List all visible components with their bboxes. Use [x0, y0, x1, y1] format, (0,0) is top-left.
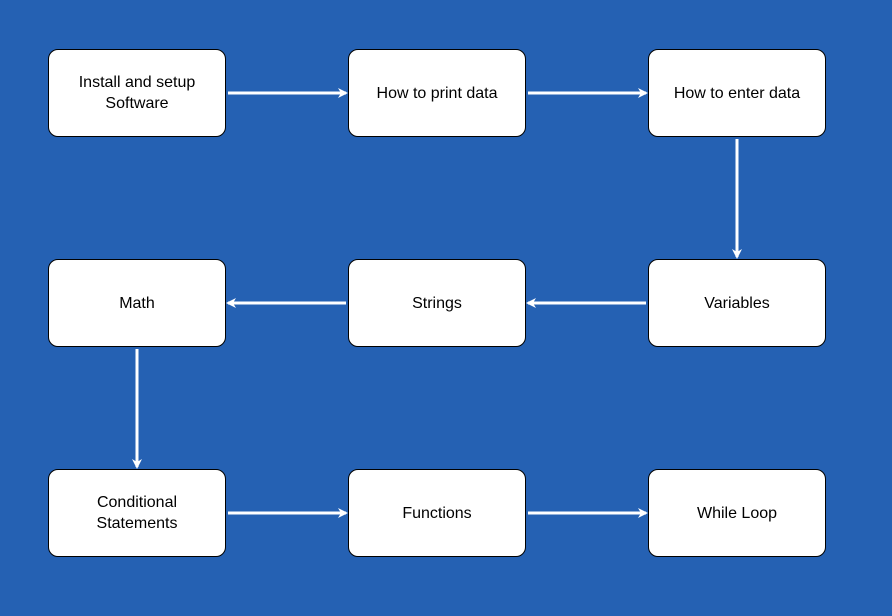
- node-label: Strings: [412, 294, 462, 312]
- node-functions: Functions: [348, 469, 526, 557]
- node-math: Math: [48, 259, 226, 347]
- node-install-setup-software: Install and setup Software: [48, 49, 226, 137]
- node-how-to-print-data: How to print data: [348, 49, 526, 137]
- node-while-loop: While Loop: [648, 469, 826, 557]
- node-label: How to enter data: [673, 84, 801, 102]
- node-conditional-statements: Conditional Statements: [48, 469, 226, 557]
- node-variables: Variables: [648, 259, 826, 347]
- node-label: While Loop: [696, 504, 778, 522]
- node-label: Conditional Statements: [96, 494, 178, 532]
- node-label: How to print data: [376, 84, 498, 102]
- node-label: Variables: [704, 294, 770, 312]
- node-how-to-enter-data: How to enter data: [648, 49, 826, 137]
- node-strings: Strings: [348, 259, 526, 347]
- node-label: Math: [119, 294, 155, 312]
- node-label: Functions: [402, 504, 472, 522]
- node-label: Install and setup Software: [78, 74, 196, 112]
